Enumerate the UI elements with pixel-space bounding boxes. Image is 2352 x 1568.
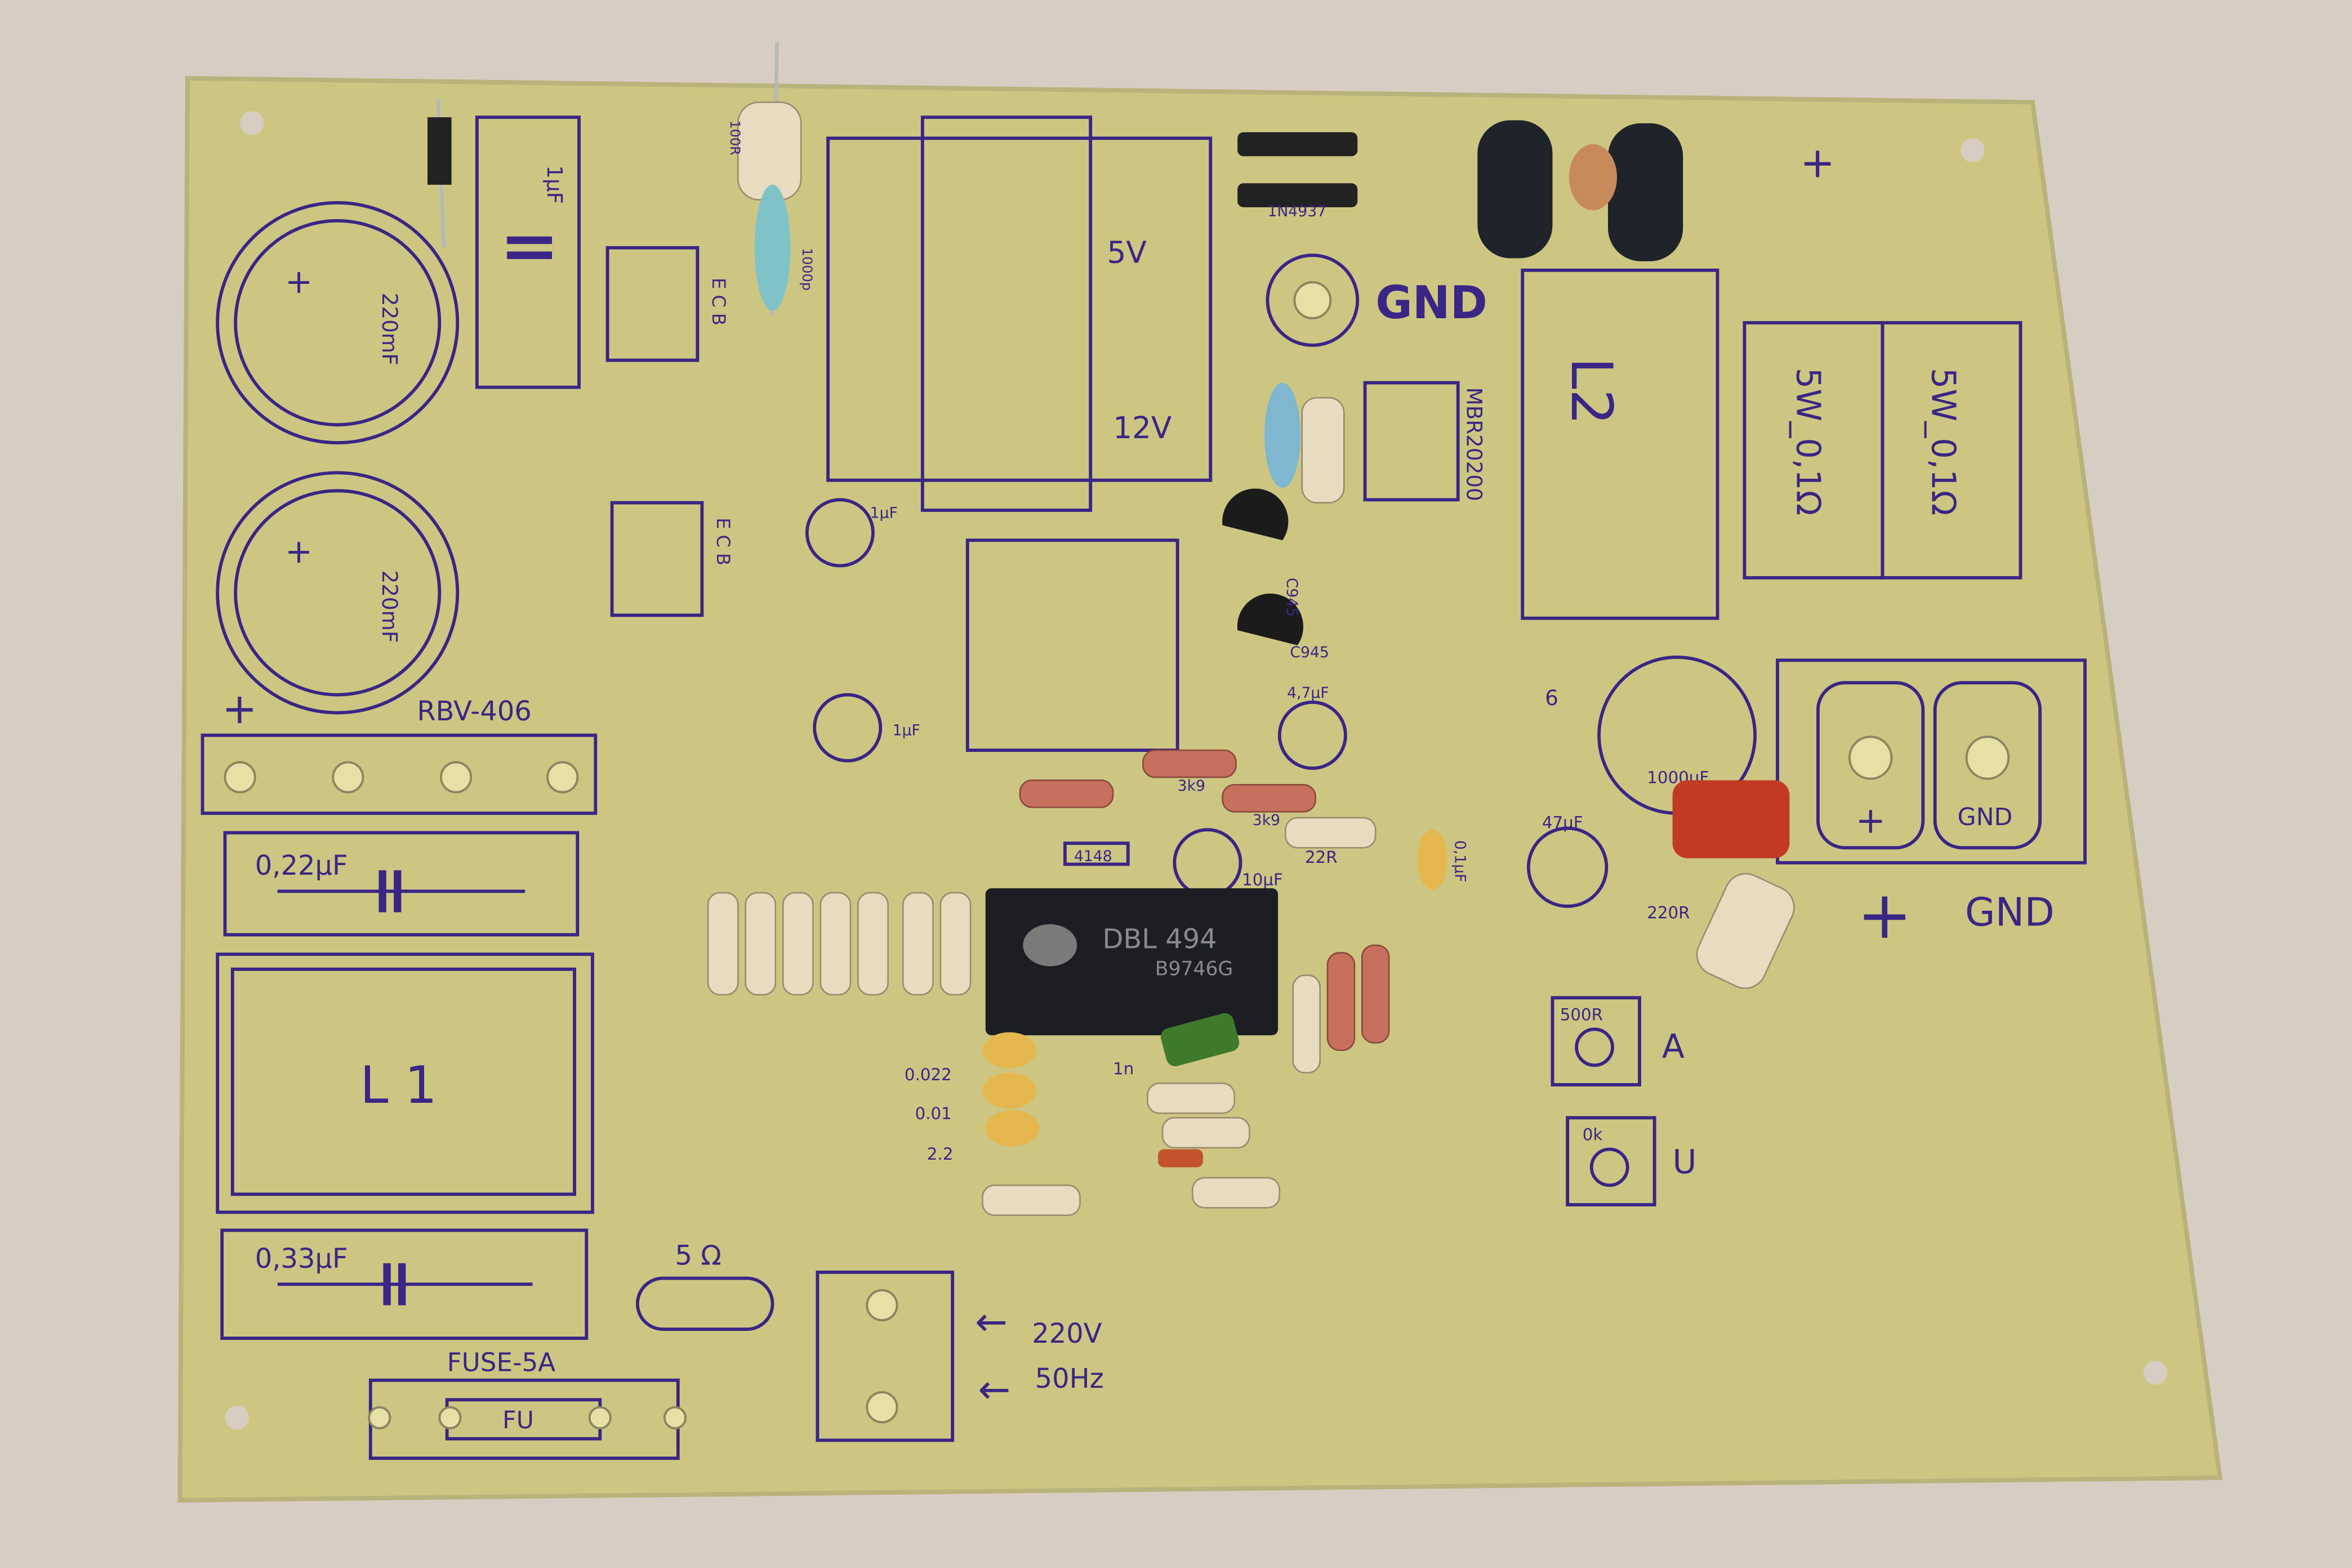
svg-text:L2: L2 bbox=[1558, 357, 1625, 425]
bridge-rectifier: RBV-406 + bbox=[201, 684, 598, 815]
svg-text:1000p: 1000p bbox=[799, 248, 815, 291]
svg-text:0,33µF: 0,33µF bbox=[255, 1244, 348, 1275]
svg-text:0.022: 0.022 bbox=[905, 1065, 952, 1084]
svg-text:FUSE-5A: FUSE-5A bbox=[447, 1348, 556, 1378]
capacitor-220mf-2: + 220mF bbox=[216, 471, 460, 715]
svg-text:1µF: 1µF bbox=[893, 721, 920, 739]
trimmer-a: 500R A bbox=[1551, 996, 1685, 1086]
shunt-resistors: 5W_0,1Ω 5W_0,1Ω bbox=[1743, 321, 2023, 580]
svg-text:DBL 494: DBL 494 bbox=[1103, 924, 1217, 955]
svg-text:RBV-406: RBV-406 bbox=[417, 696, 531, 727]
fast-diodes: 1N4937 bbox=[1237, 132, 1358, 220]
svg-text:3k9: 3k9 bbox=[1178, 777, 1205, 795]
svg-text:6: 6 bbox=[1545, 685, 1558, 710]
resistors-3k9: 3k9 3k9 bbox=[1019, 749, 1317, 829]
mains-input-terminal: 220V 50Hz ← ← bbox=[816, 1270, 1104, 1442]
svg-text:1µF: 1µF bbox=[542, 165, 567, 204]
resistor-220r: 220R bbox=[1647, 780, 1795, 989]
svg-text:GND: GND bbox=[1958, 803, 2013, 831]
svg-text:50Hz: 50Hz bbox=[1035, 1364, 1104, 1395]
svg-text:GND: GND bbox=[1375, 277, 1487, 329]
svg-text:0.01: 0.01 bbox=[915, 1104, 952, 1123]
inductor-l2: L2 bbox=[1521, 268, 1720, 620]
svg-text:C945: C945 bbox=[1290, 644, 1329, 661]
svg-text:0k: 0k bbox=[1583, 1125, 1603, 1144]
svg-text:3k9: 3k9 bbox=[1253, 812, 1280, 829]
svg-text:+: + bbox=[285, 532, 313, 571]
svg-text:C945: C945 bbox=[1283, 578, 1300, 617]
resistor-100r-upright: 100R 1000p bbox=[727, 42, 815, 315]
capacitor-4-7uf: 4,7µF bbox=[1277, 684, 1347, 770]
main-transformer: 5V 12V bbox=[826, 115, 1213, 512]
svg-text:L 1: L 1 bbox=[360, 1056, 437, 1115]
thermistor: 5 Ω bbox=[635, 1241, 774, 1331]
driver-transformer bbox=[965, 538, 1179, 752]
svg-text:+: + bbox=[1855, 800, 1886, 842]
transistor-footprint-2: E C B bbox=[610, 501, 734, 617]
svg-text:GND: GND bbox=[1965, 890, 2055, 936]
svg-text:+: + bbox=[1800, 139, 1835, 188]
svg-text:←: ← bbox=[978, 1367, 1010, 1413]
capacitor-0-33uf: 0,33µF bbox=[220, 1228, 589, 1340]
svg-text:12V: 12V bbox=[1113, 411, 1171, 446]
pcb-board bbox=[177, 75, 2223, 1503]
svg-text:2.2: 2.2 bbox=[927, 1144, 954, 1164]
trimmer-u: 0k U bbox=[1566, 1116, 1697, 1206]
svg-text:1µF: 1µF bbox=[870, 504, 898, 522]
svg-text:5 Ω: 5 Ω bbox=[675, 1241, 721, 1272]
resistor-bank bbox=[707, 892, 1390, 1074]
svg-text:220R: 220R bbox=[1647, 903, 1690, 922]
svg-text:+: + bbox=[1857, 876, 1912, 954]
capacitor-47uf: 47µF bbox=[1526, 813, 1609, 908]
svg-text:4,7µF: 4,7µF bbox=[1287, 684, 1329, 702]
svg-text:A: A bbox=[1662, 1027, 1685, 1066]
capacitor-0-22uf: 0,22µF bbox=[223, 831, 580, 937]
svg-text:1n: 1n bbox=[1113, 1059, 1134, 1078]
svg-text:0,1µF: 0,1µF bbox=[1451, 840, 1468, 883]
svg-text:47µF: 47µF bbox=[1542, 813, 1583, 832]
svg-text:0,22µF: 0,22µF bbox=[255, 850, 348, 881]
lower-resistors bbox=[982, 1082, 1281, 1217]
capacitor-220mf-1: + 220mF bbox=[216, 201, 460, 445]
svg-text:5V: 5V bbox=[1107, 235, 1146, 270]
svg-text:5W_0,1Ω: 5W_0,1Ω bbox=[1789, 368, 1828, 515]
svg-text:+: + bbox=[222, 684, 257, 733]
svg-text:100R: 100R bbox=[727, 121, 743, 155]
svg-text:U: U bbox=[1673, 1143, 1697, 1181]
pwm-controller-ic: DBL 494 B9746G bbox=[985, 888, 1279, 1036]
svg-text:4148: 4148 bbox=[1074, 848, 1112, 865]
svg-text:MBR20200: MBR20200 bbox=[1462, 387, 1487, 501]
inductor-l1: L 1 bbox=[216, 952, 594, 1214]
svg-text:E C B: E C B bbox=[708, 278, 729, 326]
capacitor-0-1uf: 0,1µF bbox=[1417, 830, 1468, 890]
mounting-holes bbox=[225, 111, 2168, 1430]
svg-text:500R: 500R bbox=[1560, 1005, 1603, 1024]
driver-transistors: C945 C945 bbox=[1222, 382, 1345, 661]
small-cap-1uf-b: 1µF bbox=[813, 693, 920, 763]
output-electrolytics: + bbox=[1477, 120, 1835, 261]
schottky-footprint: MBR20200 bbox=[1363, 381, 1487, 502]
svg-text:5W_0,1Ω: 5W_0,1Ω bbox=[1924, 368, 1962, 515]
capacitor-1uf: 1µF bbox=[475, 115, 581, 389]
svg-text:←: ← bbox=[975, 1300, 1008, 1345]
svg-text:220mF: 220mF bbox=[377, 293, 402, 366]
svg-text:E C B: E C B bbox=[712, 518, 734, 565]
svg-text:FU: FU bbox=[502, 1406, 534, 1435]
svg-text:220V: 220V bbox=[1032, 1318, 1102, 1349]
svg-text:1N4937: 1N4937 bbox=[1267, 203, 1326, 220]
svg-text:B9746G: B9746G bbox=[1155, 958, 1233, 981]
svg-text:220mF: 220mF bbox=[377, 570, 402, 643]
output-terminal: + GND + GND bbox=[1776, 658, 2087, 954]
resistor-22r: 22R bbox=[1285, 817, 1377, 867]
svg-text:+: + bbox=[285, 262, 313, 301]
timing-capacitors: 0.022 0.01 2.2 1n bbox=[905, 1013, 1240, 1164]
svg-text:10µF: 10µF bbox=[1242, 870, 1283, 889]
ground-point: GND bbox=[1266, 253, 1487, 347]
diode-top-left bbox=[427, 97, 452, 248]
diode-4148: 4148 bbox=[1063, 841, 1130, 866]
svg-text:22R: 22R bbox=[1305, 848, 1338, 867]
fuse-holder: FUSE-5A FU bbox=[368, 1348, 687, 1460]
small-cap-1uf-a: 1µF bbox=[805, 498, 898, 568]
transistor-footprint-1: E C B bbox=[605, 246, 729, 362]
